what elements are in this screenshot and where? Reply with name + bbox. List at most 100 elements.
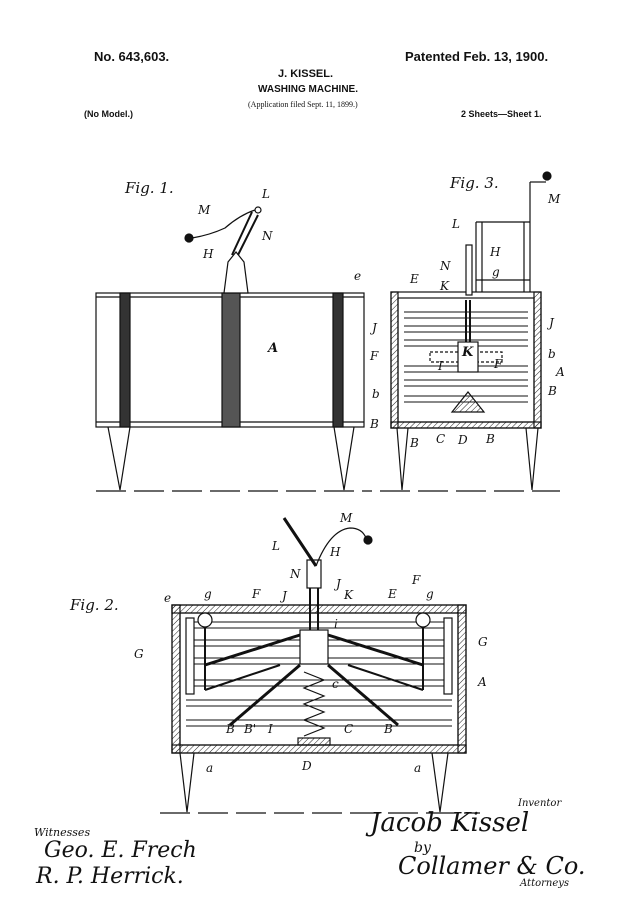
fig1-band-center: [221, 292, 241, 428]
fig1-label-e: e: [354, 269, 361, 283]
fig2-label-K: K: [343, 588, 354, 602]
inventor-name: J. KISSEL.: [278, 68, 334, 80]
fig3-label-b-left: b: [372, 387, 380, 401]
fig3-label-F-left: F: [369, 349, 379, 363]
fig2-leg-left: [179, 752, 195, 813]
fig2-label-g-left: g: [204, 587, 212, 601]
fig3-crank-knob: [542, 171, 552, 181]
fig3-leg-right: [525, 427, 539, 491]
fig2-crank-arm: [315, 527, 367, 567]
fig2-center-block: [299, 629, 329, 665]
fig2-label-a-left: a: [206, 761, 213, 775]
fig2-label-J-left: J: [279, 589, 288, 603]
fig1-crank-arm: [191, 209, 256, 239]
inventor-label: Inventor: [518, 798, 562, 809]
fig3-label-g: g: [492, 265, 500, 279]
fig3-label-K: K: [461, 345, 474, 360]
fig2-label-a-right: a: [414, 761, 421, 775]
fig2-label-L: L: [271, 539, 280, 553]
fig1-label-L: L: [261, 187, 270, 201]
fig2-label-e: e: [164, 591, 171, 605]
fig3-title: Fig. 3.: [449, 174, 499, 192]
fig2-label-F-right: F: [411, 573, 421, 587]
patent-number: No. 643,603.: [94, 49, 170, 64]
fig2-leg-right: [431, 752, 449, 813]
application-note: (Application filed Sept. 11, 1899.): [248, 100, 358, 109]
fig2-label-F-left: F: [251, 587, 261, 601]
fig3-label-E: E: [409, 272, 419, 286]
fig2-label-B-left: B: [225, 722, 235, 736]
patent-title: WASHING MACHINE.: [258, 84, 358, 95]
fig3-label-B-left: B: [369, 417, 379, 431]
fig2-label-A: A: [477, 675, 487, 689]
fig3-label-L: L: [451, 217, 460, 231]
fig2-label-I: I: [267, 722, 273, 736]
fig1-band-left: [119, 292, 131, 428]
fig2-label-c: c: [332, 677, 339, 691]
fig3-label-H: H: [489, 245, 501, 259]
fig2-label-N: N: [289, 567, 301, 581]
patented-date: Patented Feb. 13, 1900.: [405, 49, 549, 64]
fig2-spring: [302, 671, 326, 737]
fig3-leg-left: [396, 427, 409, 491]
fig3-label-C: C: [436, 432, 445, 446]
witnesses-label: Witnesses: [34, 826, 91, 839]
fig3-label-B-right: B: [547, 384, 557, 398]
fig3-label-F-right: F: [493, 357, 503, 371]
fig3-label-J-left: J: [369, 321, 378, 335]
fig2-label-J: J: [333, 577, 342, 591]
fig1-band-right: [332, 292, 344, 428]
fig2-label-C: C: [344, 722, 353, 736]
fig2-label-B-prime: B': [243, 722, 256, 736]
fig2-hanger-left: [197, 612, 213, 628]
fig2-lever-L: [282, 517, 318, 567]
fig3-label-B-bottom-right: B: [485, 432, 495, 446]
fig2-label-H: H: [329, 545, 341, 559]
fig3-drawing: [380, 171, 560, 492]
fig3-label-D: D: [457, 433, 468, 447]
fig1-label-M: M: [197, 203, 211, 217]
fig3-label-B-bottom-left: B: [409, 436, 419, 450]
fig1-label-H: H: [202, 247, 214, 261]
fig2-title: Fig. 2.: [69, 596, 119, 614]
sheets-note: 2 Sheets—Sheet 1.: [461, 109, 542, 119]
fig2-label-G-left: G: [134, 647, 144, 661]
fig3-label-K-small: K: [439, 279, 450, 293]
fig2-crank-knob: [363, 535, 373, 545]
fig3-label-b-right: b: [548, 347, 556, 361]
fig3-label-N: N: [439, 259, 451, 273]
fig1-label-A: A: [266, 341, 278, 356]
witness-signature-1: Geo. E. Frech: [44, 838, 197, 863]
fig1-pivot: [254, 206, 262, 214]
fig2-label-G-right: G: [478, 635, 488, 649]
fig3-cone: [450, 391, 486, 413]
fig3-label-A: A: [555, 365, 565, 379]
fig1-crank-knob: [184, 233, 194, 243]
inventor-signature: Jacob Kissel: [370, 808, 530, 838]
fig2-label-i: i: [334, 617, 338, 631]
witness-signature-2: R. P. Herrick.: [36, 864, 184, 889]
fig2-drawing: [160, 517, 480, 814]
by-word: by: [414, 840, 431, 856]
fig3-label-M: M: [547, 192, 561, 206]
fig2-label-E: E: [387, 587, 397, 601]
fig1-drawing: [95, 206, 372, 492]
fig2-rack-right: [443, 617, 453, 695]
fig1-leg-right: [333, 426, 355, 491]
fig2-label-B-right: B: [383, 722, 393, 736]
fig3-label-J-right: J: [546, 316, 555, 330]
fig2-label-M: M: [339, 511, 353, 525]
fig2-hanger-right: [415, 612, 431, 628]
fig3-label-I: I: [437, 359, 443, 373]
fig1-leg-left: [107, 426, 131, 491]
fig1-label-N: N: [261, 229, 273, 243]
attorneys-label: Attorneys: [520, 878, 570, 889]
fig2-label-g-right: g: [426, 587, 434, 601]
model-note: (No Model.): [84, 109, 133, 119]
fig3-block-K: [457, 341, 479, 373]
fig2-label-D: D: [301, 759, 312, 773]
attorneys-firm: Collamer & Co.: [398, 852, 586, 880]
fig2-rack-left: [185, 617, 195, 695]
fig1-title: Fig. 1.: [124, 179, 174, 197]
